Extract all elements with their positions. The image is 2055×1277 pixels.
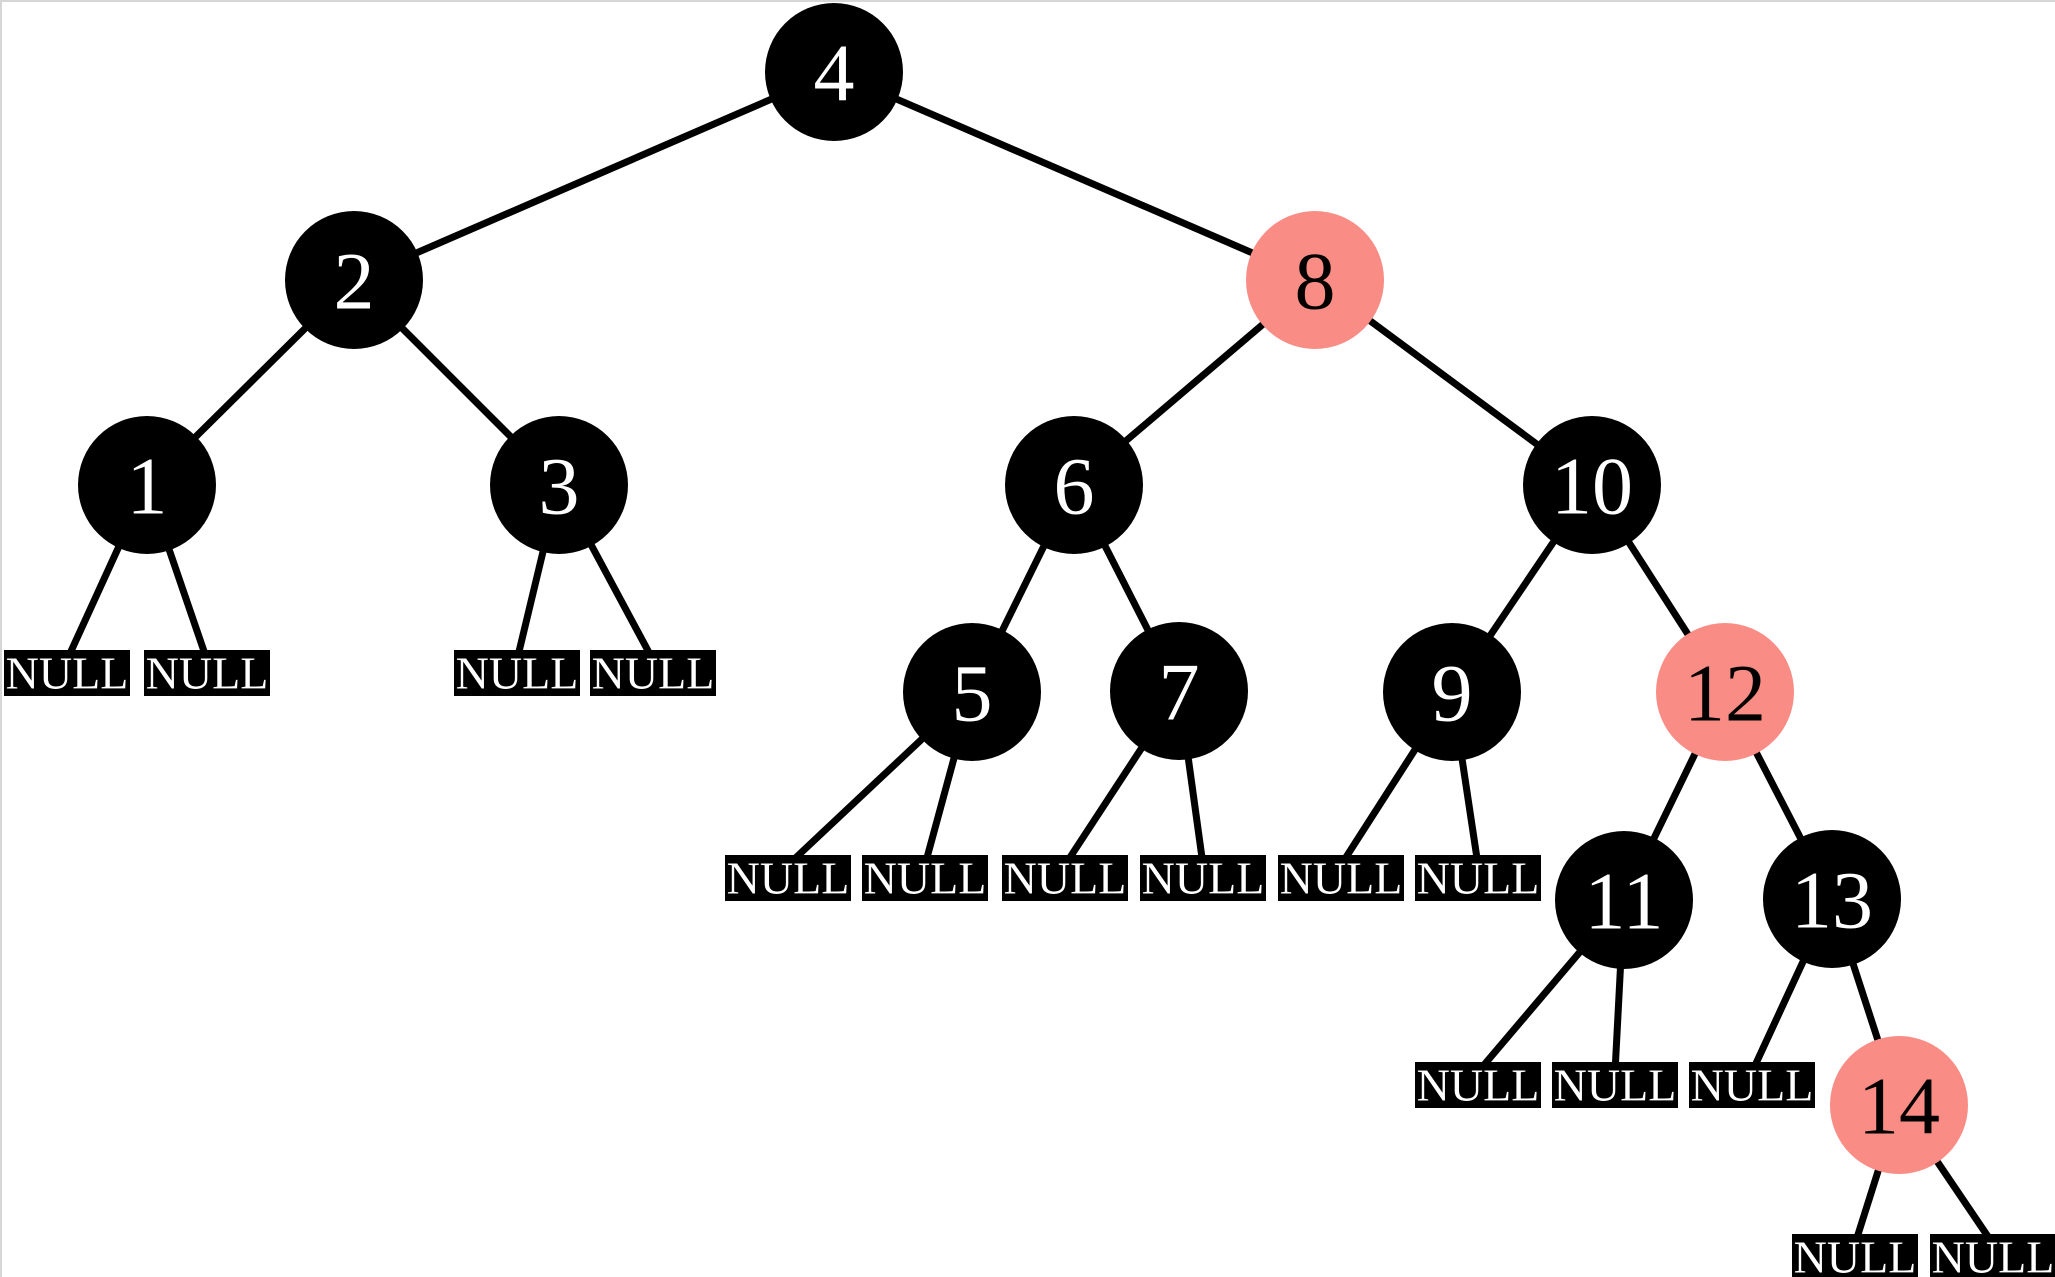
null-leaf-nb11: NULL [1415, 1060, 1541, 1111]
null-leaf-nb2: NULL [144, 648, 270, 699]
null-label: NULL [1554, 1060, 1677, 1111]
node-value-label: 14 [1858, 1061, 1940, 1152]
null-boxes-layer: NULL NULL NULL NULL NULL NULL NULL NULL NULL NULL… [4, 648, 2055, 1277]
black-node-circle [78, 416, 216, 554]
node-value-label: 10 [1551, 441, 1633, 532]
node-value-label: 8 [1295, 236, 1336, 327]
node-value-label: 3 [539, 441, 580, 532]
null-box [1930, 1234, 2055, 1277]
null-label: NULL [1417, 853, 1540, 904]
edge-4-2 [352, 68, 836, 284]
null-label: NULL [592, 648, 715, 699]
node-value-label: 11 [1585, 856, 1664, 947]
null-leaf-nb8: NULL [1140, 853, 1266, 904]
tree-node-12: 12 [1656, 623, 1794, 761]
null-box [1140, 855, 1266, 901]
null-label: NULL [1417, 1060, 1540, 1111]
null-box [454, 650, 580, 696]
null-leaf-nb12: NULL [1552, 1060, 1678, 1111]
null-label: NULL [1004, 853, 1127, 904]
null-leaf-nb4: NULL [590, 648, 716, 699]
null-box [1792, 1234, 1918, 1277]
tree-node-10: 10 [1523, 416, 1661, 554]
node-value-label: 1 [127, 441, 168, 532]
black-node-circle [1555, 831, 1693, 969]
tree-node-7: 7 [1110, 622, 1248, 760]
tree-node-3: 3 [490, 416, 628, 554]
null-label: NULL [6, 648, 129, 699]
node-value-label: 13 [1791, 855, 1873, 946]
tree-node-14: 14 [1830, 1036, 1968, 1174]
black-node-circle [285, 211, 423, 349]
node-value-label: 6 [1054, 441, 1095, 532]
node-value-label: 9 [1432, 648, 1473, 739]
null-label: NULL [146, 648, 269, 699]
tree-node-13: 13 [1763, 830, 1901, 968]
null-box [862, 855, 988, 901]
red-node-circle [1830, 1036, 1968, 1174]
red-node-circle [1246, 211, 1384, 349]
null-label: NULL [1142, 853, 1265, 904]
null-box [1278, 855, 1404, 901]
null-label: NULL [1691, 1060, 1814, 1111]
null-label: NULL [864, 853, 987, 904]
null-box [725, 855, 851, 901]
red-node-circle [1656, 623, 1794, 761]
null-leaf-nb10: NULL [1415, 853, 1541, 904]
black-node-circle [1005, 416, 1143, 554]
null-leaf-nb6: NULL [862, 853, 988, 904]
tree-node-1: 1 [78, 416, 216, 554]
black-node-circle [1763, 830, 1901, 968]
null-leaf-nb15: NULL [1930, 1232, 2055, 1277]
tree-node-8: 8 [1246, 211, 1384, 349]
null-leaf-nb9: NULL [1278, 853, 1404, 904]
null-box [590, 650, 716, 696]
black-node-circle [490, 416, 628, 554]
tree-node-5: 5 [903, 623, 1041, 761]
tree-node-11: 11 [1555, 831, 1693, 969]
black-node-circle [1110, 622, 1248, 760]
null-box [1002, 855, 1128, 901]
node-value-label: 2 [334, 236, 375, 327]
null-box [144, 650, 270, 696]
null-label: NULL [1280, 853, 1403, 904]
null-box [1415, 855, 1541, 901]
black-node-circle [1383, 623, 1521, 761]
null-box [4, 650, 130, 696]
null-leaf-nb5: NULL [725, 853, 851, 904]
node-value-label: 7 [1159, 647, 1200, 738]
tree-node-2: 2 [285, 211, 423, 349]
null-leaf-nb14: NULL [1792, 1232, 1918, 1277]
node-value-label: 4 [814, 28, 855, 119]
null-leaf-nb1: NULL [4, 648, 130, 699]
null-box [1415, 1062, 1541, 1108]
edge-4-8 [832, 68, 1317, 284]
black-node-circle [903, 623, 1041, 761]
tree-node-6: 6 [1005, 416, 1143, 554]
null-label: NULL [727, 853, 850, 904]
tree-node-4: 4 [765, 3, 903, 141]
null-box [1689, 1062, 1815, 1108]
node-value-label: 12 [1684, 648, 1766, 739]
null-label: NULL [1932, 1232, 2055, 1277]
tree-node-9: 9 [1383, 623, 1521, 761]
node-value-label: 5 [952, 648, 993, 739]
null-box [1552, 1062, 1678, 1108]
black-node-circle [1523, 416, 1661, 554]
null-leaf-nb7: NULL [1002, 853, 1128, 904]
null-leaf-nb13: NULL [1689, 1060, 1815, 1111]
black-node-circle [765, 3, 903, 141]
null-leaf-nb3: NULL [454, 648, 580, 699]
null-label: NULL [1794, 1232, 1917, 1277]
null-label: NULL [456, 648, 579, 699]
